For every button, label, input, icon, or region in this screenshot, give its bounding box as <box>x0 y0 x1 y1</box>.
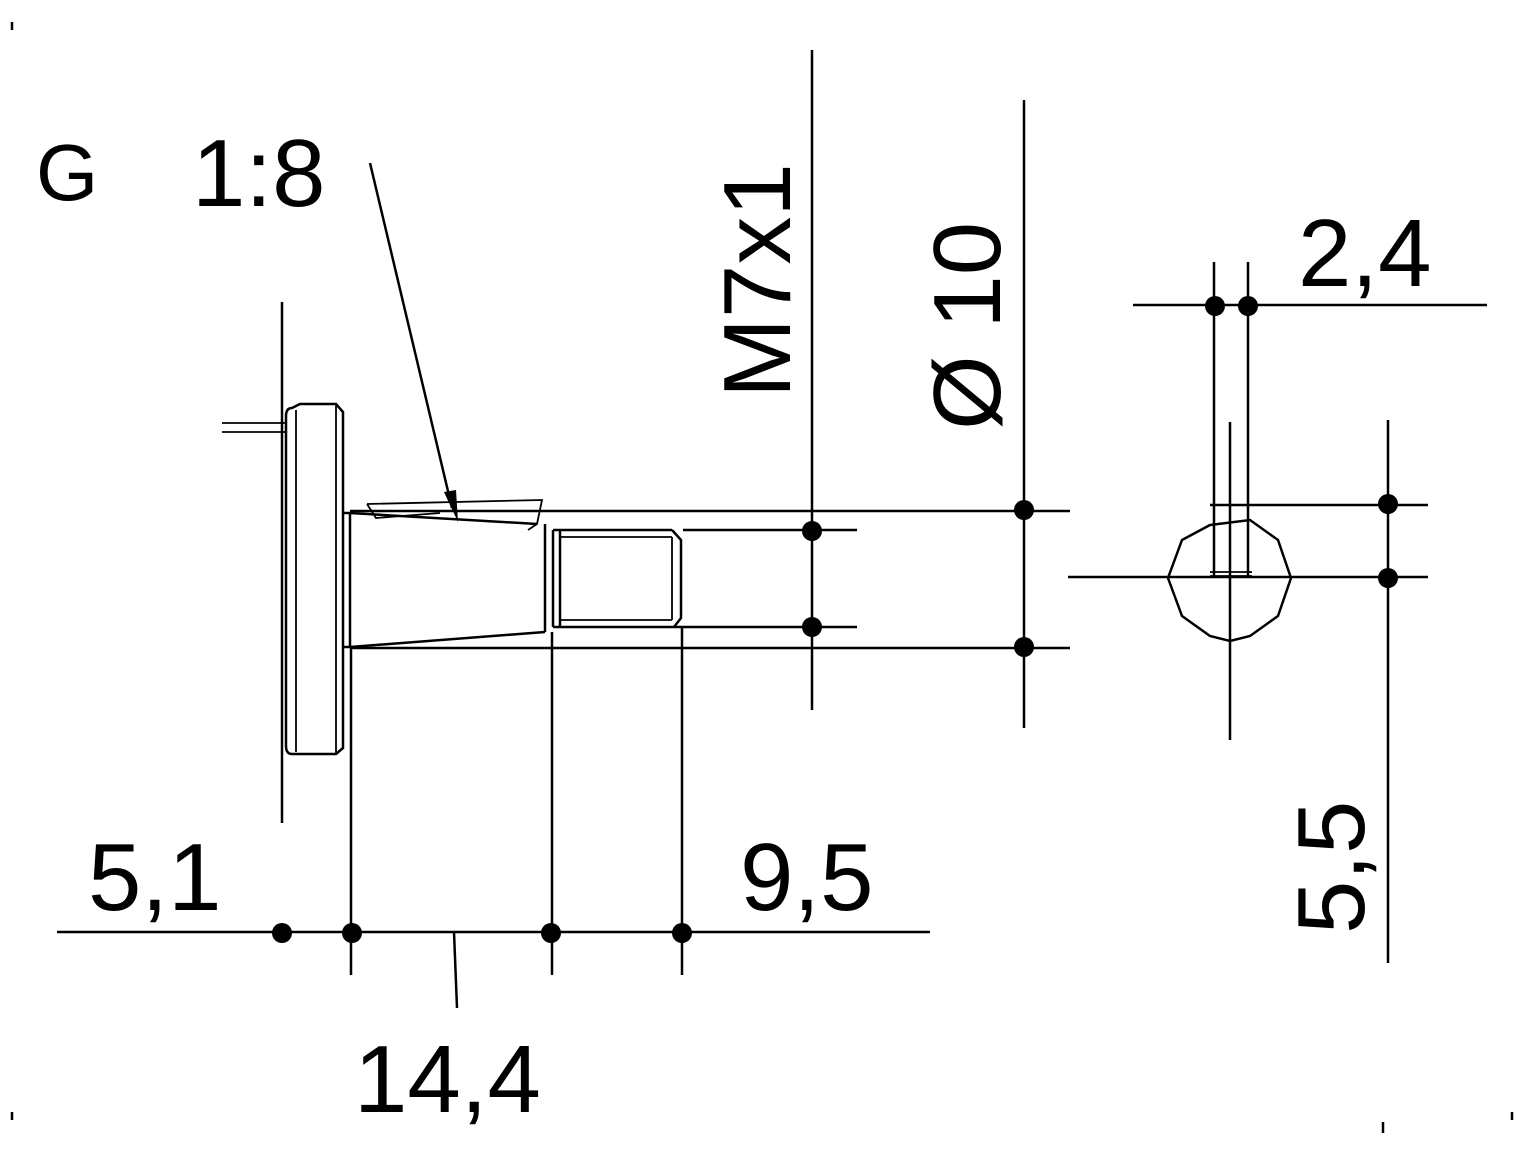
flange-outline <box>284 402 345 756</box>
corner-marks <box>10 22 1514 1133</box>
overall-length-label: 14,4 <box>354 1026 541 1133</box>
flange-length-label: 5,1 <box>88 824 221 931</box>
taper-bottom-edge <box>349 630 546 649</box>
taper-top-edge <box>349 511 538 526</box>
taper-ratio-label: 1:8 <box>192 120 325 227</box>
view-label: G <box>36 128 98 217</box>
keyway-width-label: 2,4 <box>1298 200 1431 307</box>
shaft-end-view <box>1166 422 1293 740</box>
thread-length-label: 9,5 <box>740 824 873 931</box>
dimension-lines <box>57 50 1487 1009</box>
taper-leader <box>368 162 458 522</box>
diameter-label: Ø 10 <box>914 222 1021 430</box>
thread-label: M7x1 <box>704 163 811 398</box>
labels: G 1:8 M7x1 Ø 10 2,4 5,5 5,1 14,4 9,5 <box>36 120 1431 1133</box>
keyway-depth-label: 5,5 <box>1278 801 1385 934</box>
end-view-circle <box>1166 518 1293 643</box>
dimension-dots <box>272 296 1398 943</box>
shaft-side-view <box>222 402 683 756</box>
